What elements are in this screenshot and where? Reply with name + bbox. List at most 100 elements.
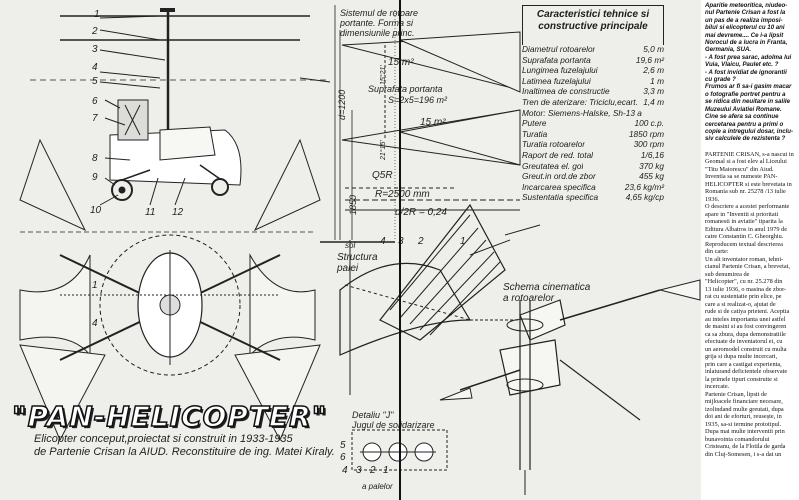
spec-value: 1/6,16 — [640, 149, 664, 160]
spec-row: Inaltimea de constructie 3,3 m — [522, 86, 664, 97]
article-line: cu grade ? — [705, 76, 736, 84]
article-line: un aeromodel construit cu multa — [705, 345, 787, 353]
article-line: Dupa mai multe interventii prin — [705, 428, 785, 436]
article-line: inlaturand deficientele observate — [705, 368, 788, 376]
lift-surface-label: Suprafata portanta S=2x5=196 m² — [368, 84, 447, 106]
article-line: Norocul de a lucra in Franta, — [705, 39, 788, 47]
spec-label: Suprafata portanta — [522, 54, 591, 65]
article-line: un pas de a realiza imposi- — [705, 16, 783, 24]
blade-right-bottom — [234, 344, 321, 442]
rotor-system-line: dimensiunile princ. — [340, 28, 415, 38]
rear-wheel — [211, 178, 229, 196]
article-line: efectuate de inventatorul ei, cu — [705, 338, 783, 346]
spec-value: 2,6 m — [643, 65, 664, 76]
spec-label: Diametrul rotoarelor — [522, 44, 596, 54]
article-intro: Aparitie meteoritica, niudeo-nul Parteni… — [701, 0, 799, 143]
rotor-system-label: Sistemul de rotoare portante. Forma si d… — [340, 8, 418, 38]
radius-label: R=2500 mm — [375, 189, 430, 200]
spec-value: 5,0 m — [643, 44, 664, 54]
spec-label: Greut.in ord.de zbor — [522, 171, 596, 182]
detail-j-sub: a palelor — [362, 482, 393, 491]
article-line: catre Constantin C. Gheorghiu. — [705, 233, 784, 241]
article-line: copie a intregului dosar, inclu- — [705, 127, 794, 135]
blade-structure-label: Structura palei — [337, 252, 378, 274]
part-number: 12 — [172, 207, 184, 218]
article-line: au inteles importanta unei astfel — [705, 315, 786, 323]
angle-label-1: 15°21' — [379, 65, 387, 85]
spec-label: Raport de red. total — [522, 149, 594, 160]
article-line: "Titu Maiorescu" din Aiud. — [705, 165, 774, 173]
article-line: - A fost invidiat de ignorantii — [705, 68, 787, 76]
technical-drawing: 15 m² 15 m² Q5R R=2500 mm d/2R = 0,24 so… — [19, 5, 701, 495]
d-label: d=1200 — [337, 90, 347, 120]
article-line: Romania sub nr. 25278 /13 iulie — [705, 188, 786, 196]
article-line: HELICOPTER si este brevetata in — [705, 180, 792, 188]
detail-j-label: Detaliu "J" Jugul de solidarizare — [352, 410, 435, 430]
spec-row: Raport de red. total 1/6,16 — [522, 150, 664, 161]
article-line: bunavointa comandorului — [705, 435, 770, 443]
article-line: apare in "Inventii si prioritati — [705, 210, 779, 218]
article-line: bilul si elicopterul cu 10 ani — [705, 24, 785, 32]
blade-part-number: 1 — [460, 236, 466, 247]
article-line: "Helicopter", cu nr. 25.278 din — [705, 278, 783, 286]
kinematic-schema — [519, 299, 566, 341]
spec-value: 23,6 kg/m² — [624, 181, 664, 192]
article-line: 1936. — [705, 195, 720, 203]
part-number: 4 — [92, 318, 98, 329]
article-line: Frumos ar fi sa-i gasim macar — [705, 83, 792, 91]
article-line: Editura Albatros in anul 1979 de — [705, 225, 788, 233]
height-label: 1850 — [348, 195, 358, 215]
spec-value: 1 m — [650, 75, 664, 86]
blade-structure-line: Structura — [337, 252, 378, 263]
article-line: Aparitie meteoritica, niudeo- — [705, 2, 788, 9]
article-line: siv calculele de rezistenta ? — [705, 135, 786, 143]
article-line: sub denumirea de — [705, 270, 750, 278]
part-number: 9 — [92, 172, 98, 183]
spec-value: 100 c.p. — [634, 118, 664, 129]
article-line: - A fost prea sarac, adolma lui — [705, 53, 792, 61]
part-number: 5 — [92, 76, 98, 87]
part-number: 1 — [92, 280, 98, 291]
article-line: ca sa zbura, dupa demonstratiile — [705, 330, 786, 338]
spec-value: 4,65 kg/cp — [625, 192, 664, 203]
area-label-2: 15 m² — [420, 117, 446, 128]
spec-value: 300 rpm — [633, 139, 664, 150]
detail-part-number: 6 — [340, 452, 346, 463]
blade-structure-line: palei — [337, 263, 359, 274]
part-number: 10 — [90, 205, 102, 216]
spec-label: Turatia — [522, 128, 548, 139]
spec-row: Motor: Siemens-Halske, Sh-13 a — [522, 108, 664, 119]
drawing-subtitle-1: Elicopter conceput,proiectat si construi… — [34, 433, 293, 445]
article-line: romanesti in aviatie" tiparita la — [705, 218, 783, 226]
spec-row: Tren de aterizare: Triciclu,ecart.1,4 m — [522, 97, 664, 108]
spec-label: Lungimea fuzelajului — [522, 65, 598, 76]
article-line: care a si realizat-o, ajutat de — [705, 300, 776, 308]
spec-label: Inaltimea de constructie — [522, 86, 610, 97]
spec-value: 3,3 m — [643, 86, 664, 97]
part-number: 8 — [92, 153, 98, 164]
specs-list: Diametrul rotoarelor 5,0 m Suprafata porta… — [522, 44, 664, 203]
article-line: se ridica din neuitare in salile — [705, 98, 791, 106]
article-line: Muzeului Aviatiei Romane. — [705, 105, 782, 113]
article-line: izolindand multe greutati, dupa — [705, 405, 784, 413]
spec-label: Incarcarea specifica — [522, 181, 596, 192]
blade-left-bottom — [19, 344, 106, 442]
article-line: mijloacele financiare necesare, — [705, 398, 783, 406]
article-line: cercetarea pentru a primi o — [705, 120, 784, 128]
spec-label: Tren de aterizare: Triciclu,ecart. — [522, 96, 638, 107]
article-line: Partenie Crisan, lipsit de — [705, 390, 767, 398]
spec-label: Greutatea el. gol — [522, 160, 584, 171]
spec-label: Motor: Siemens-Halske, Sh-13 a — [522, 107, 642, 118]
part-number: 4 — [92, 62, 98, 73]
blade-part-number: 4 — [380, 236, 386, 247]
lift-surface-line: S=2x5=196 m² — [388, 95, 448, 105]
article-line: O descriere a acestei performante — [705, 203, 790, 211]
article-line: de masini si au fost convingeren — [705, 323, 787, 331]
kinematic-schema-line: Schema cinematica — [503, 282, 591, 293]
kinematic-schema-label: Schema cinematica a rotoarelor — [503, 282, 590, 304]
